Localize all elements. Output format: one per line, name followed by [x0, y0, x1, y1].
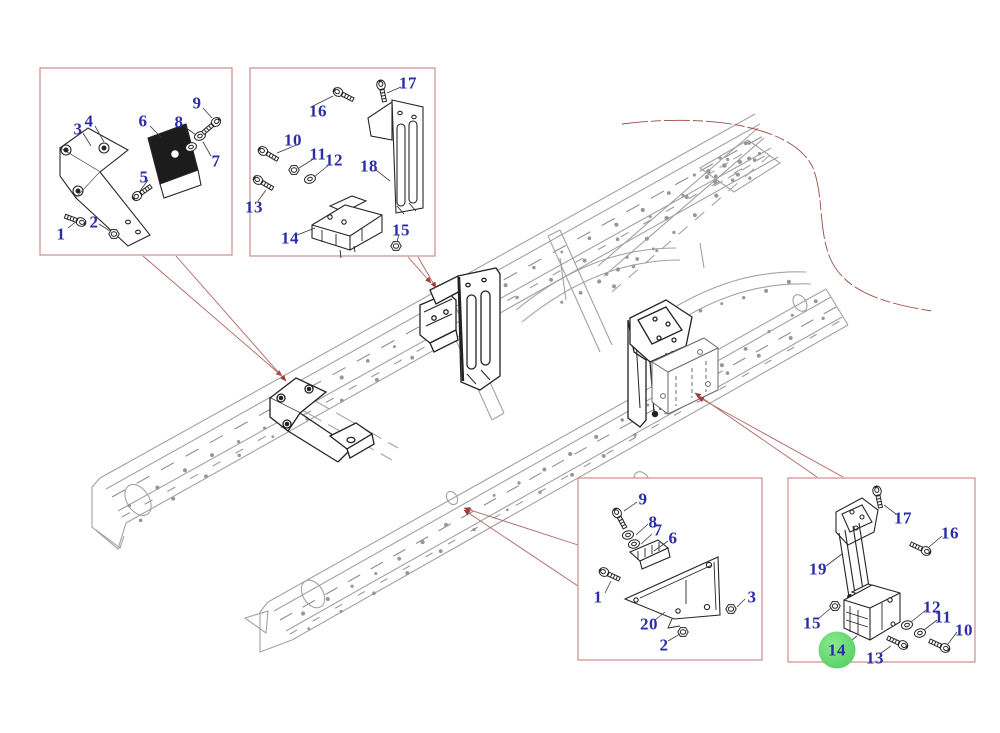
- detail-top-middle-parts: [251, 78, 424, 259]
- callout-bottom-right-16[interactable]: 16: [941, 523, 959, 543]
- callout-top-middle-13[interactable]: 13: [245, 197, 263, 217]
- callout-bottom-right-11[interactable]: 11: [934, 607, 952, 627]
- cross-members: [301, 229, 613, 461]
- detail-boxes: [39, 67, 976, 663]
- callout-top-middle-16[interactable]: 16: [309, 101, 327, 121]
- callout-top-middle-15[interactable]: 15: [392, 220, 410, 240]
- detail-bottom-right-parts: [817, 484, 958, 655]
- callout-bottom-middle-2[interactable]: 2: [659, 635, 669, 655]
- callout-bottom-middle-7[interactable]: 7: [653, 520, 663, 540]
- callout-bottom-right-14[interactable]: 14: [828, 640, 846, 660]
- callout-top-left-4[interactable]: 4: [84, 111, 94, 131]
- callout-top-left-8[interactable]: 8: [174, 112, 184, 132]
- callout-top-left-3[interactable]: 3: [73, 119, 83, 139]
- callout-bottom-right-15[interactable]: 15: [803, 613, 821, 633]
- installed-bracket-middle: [419, 267, 501, 391]
- callout-top-left-6[interactable]: 6: [138, 111, 148, 131]
- callout-bottom-right-10[interactable]: 10: [955, 620, 973, 640]
- callout-top-left-1[interactable]: 1: [56, 224, 66, 244]
- callout-top-middle-17[interactable]: 17: [399, 73, 417, 93]
- callout-bottom-right-12[interactable]: 12: [923, 597, 941, 617]
- callout-top-left-2[interactable]: 2: [89, 212, 99, 232]
- callout-top-middle-10[interactable]: 10: [284, 130, 302, 150]
- callout-bottom-right-17[interactable]: 17: [894, 508, 912, 528]
- callout-top-left-7[interactable]: 7: [211, 151, 221, 171]
- callout-bottom-middle-9[interactable]: 9: [638, 489, 648, 509]
- callout-top-middle-18[interactable]: 18: [360, 156, 378, 176]
- callout-top-middle-14[interactable]: 14: [281, 228, 299, 248]
- callout-bottom-middle-6[interactable]: 6: [668, 528, 678, 548]
- callout-bottom-right-19[interactable]: 19: [809, 559, 827, 579]
- callout-top-left-5[interactable]: 5: [139, 167, 149, 187]
- body-cutoff-curve: [621, 119, 933, 312]
- callout-bottom-middle-1[interactable]: 1: [593, 587, 603, 607]
- callout-top-middle-12[interactable]: 12: [325, 150, 343, 170]
- callout-bottom-middle-3[interactable]: 3: [747, 587, 757, 607]
- callout-bottom-middle-8[interactable]: 8: [648, 512, 658, 532]
- detail-box-bottom-middle: [577, 477, 763, 661]
- installed-bracket-front: [268, 377, 375, 463]
- callout-top-middle-11[interactable]: 11: [309, 144, 327, 164]
- callout-bottom-right-13[interactable]: 13: [866, 648, 884, 668]
- detail-bottom-middle-parts: [597, 501, 746, 642]
- installed-bracket-rear: [627, 299, 719, 428]
- leader-lines: [142, 255, 844, 587]
- detail-top-left-parts: [58, 107, 224, 247]
- callout-top-left-9[interactable]: 9: [192, 93, 202, 113]
- front-frame-rail: [243, 288, 849, 653]
- callout-bottom-middle-20[interactable]: 20: [640, 614, 658, 634]
